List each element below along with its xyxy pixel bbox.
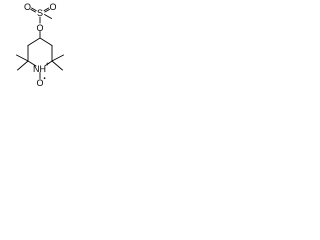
bond-c6-methyl-a bbox=[51, 54, 64, 62]
bond-c6-methyl-b bbox=[51, 60, 63, 71]
bond-c4-c3 bbox=[27, 37, 41, 46]
molecule-canvas: O S O O N H + O • bbox=[0, 0, 83, 118]
gem-dimethyl-right bbox=[51, 54, 64, 71]
gem-dimethyl-left bbox=[16, 54, 29, 71]
atom-n-hydrogen: H bbox=[40, 64, 47, 74]
atom-o-top-right: O bbox=[50, 2, 57, 12]
radical-dot: • bbox=[44, 77, 46, 83]
molecule-diagram: O S O O N H + O • bbox=[16, 2, 64, 88]
bond-s-o-right bbox=[43, 7, 50, 12]
bond-c2-methyl-b bbox=[17, 60, 29, 71]
bond-s-o-right-double bbox=[44, 8, 50, 13]
atom-o-ester: O bbox=[37, 23, 44, 33]
sulfonyl-group bbox=[30, 7, 52, 24]
atom-o-top-left: O bbox=[24, 2, 31, 12]
atom-o-radical: O bbox=[37, 78, 44, 88]
atom-nitrogen: N bbox=[33, 64, 40, 74]
bond-s-methyl bbox=[44, 14, 52, 19]
bond-c4-c5 bbox=[39, 37, 53, 46]
n-charge-label: + bbox=[46, 62, 50, 68]
piperidine-ring bbox=[27, 37, 53, 67]
bond-c2-methyl-a bbox=[16, 54, 29, 62]
bond-c2-n bbox=[27, 60, 37, 67]
bond-s-o-left bbox=[31, 7, 37, 12]
bond-s-o-left-double bbox=[30, 8, 36, 13]
bond-c6-n bbox=[45, 60, 53, 66]
atom-sulfur: S bbox=[37, 8, 43, 18]
